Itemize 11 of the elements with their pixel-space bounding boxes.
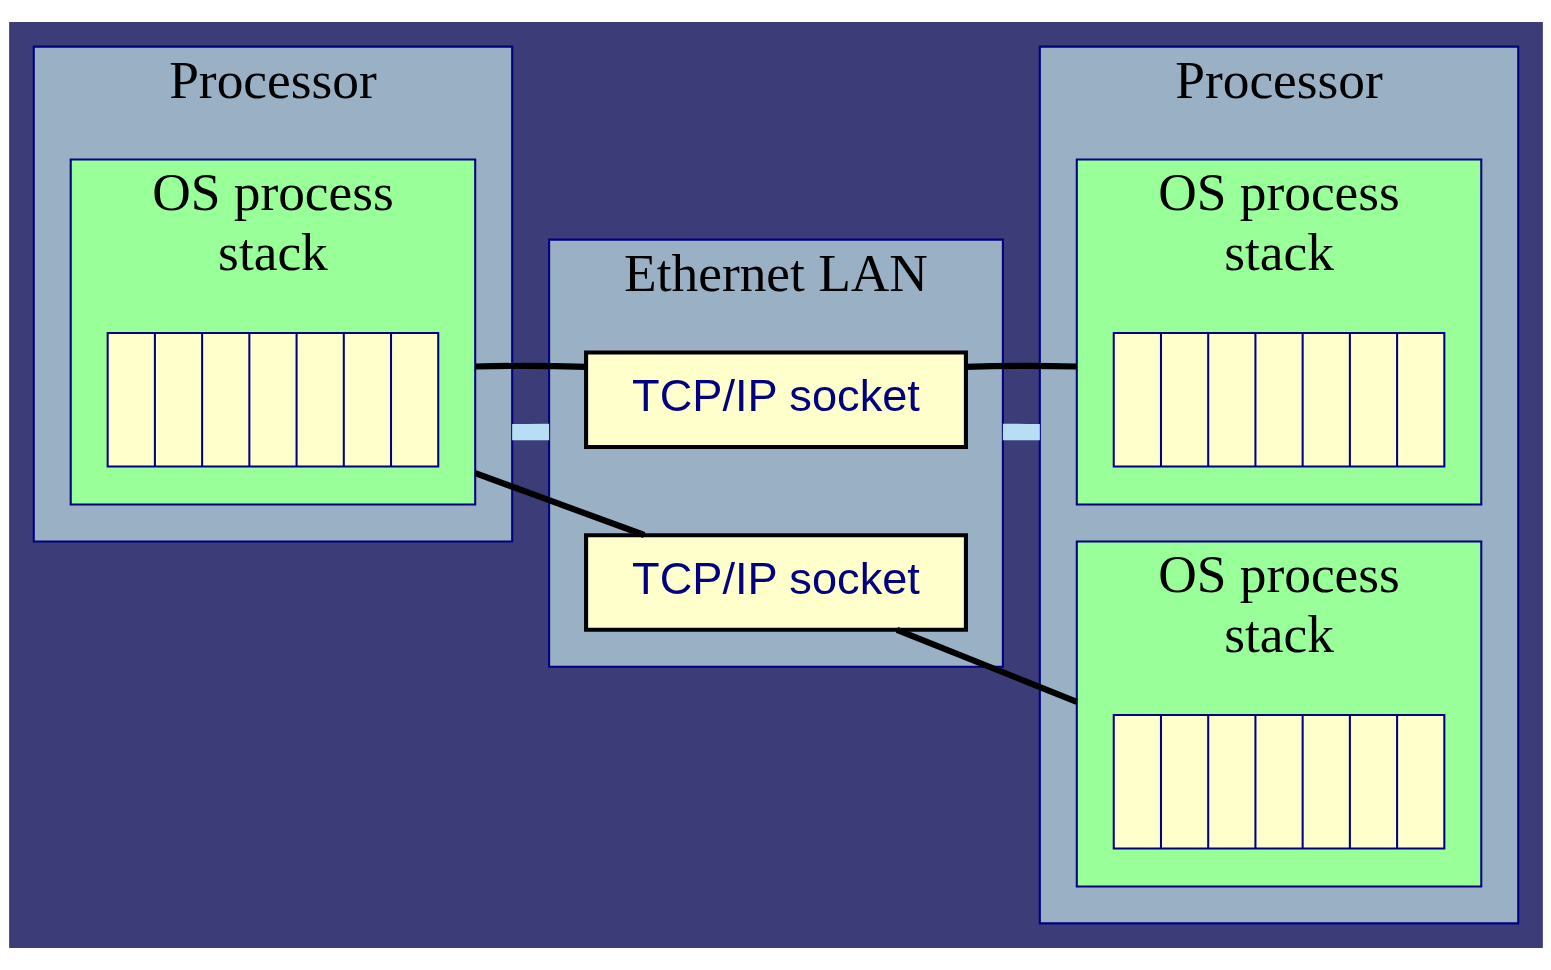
node-box: TCP/IP socket	[583, 533, 968, 632]
connector	[1002, 423, 1040, 441]
connector	[511, 423, 549, 441]
cluster: OS process stack	[1075, 158, 1482, 506]
cluster: OS process stack	[69, 158, 476, 506]
connector	[474, 362, 586, 370]
node-box: TCP/IP socket	[583, 350, 968, 450]
connector	[895, 627, 1078, 705]
connector	[965, 362, 1077, 370]
connector	[473, 470, 645, 538]
cluster: OS process stack	[1075, 540, 1482, 888]
